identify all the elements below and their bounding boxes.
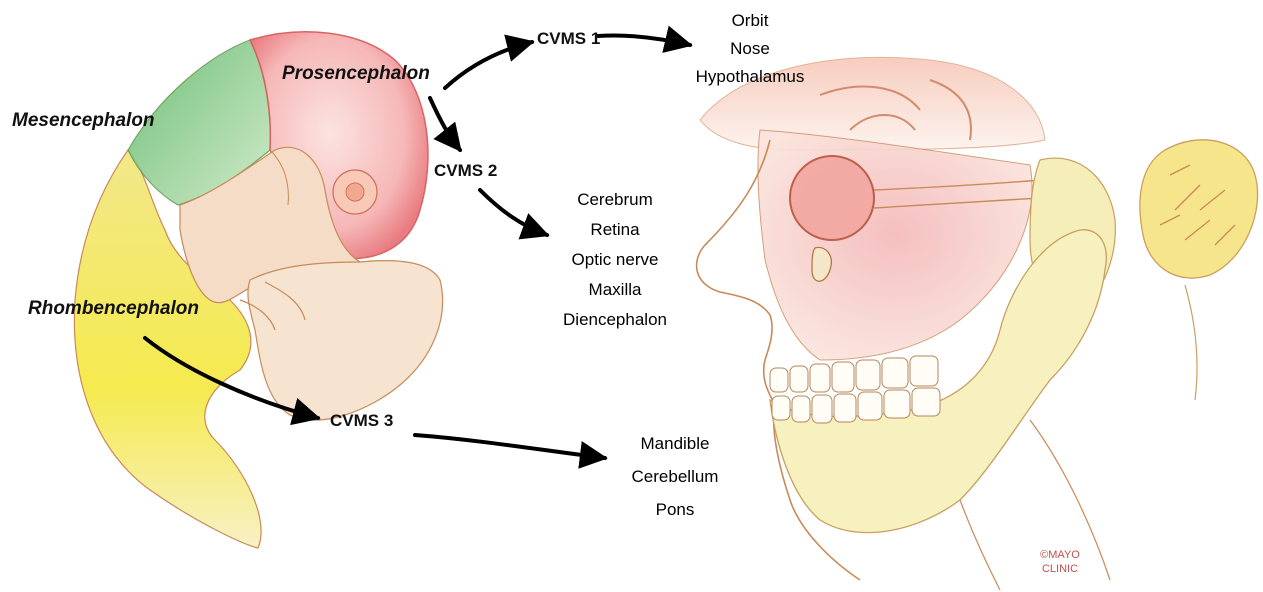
cvms2-label: CVMS 2 bbox=[434, 162, 497, 179]
credit-line-1: ©MAYO bbox=[1030, 549, 1090, 563]
cvms3-derivatives: Mandible Cerebellum Pons bbox=[610, 434, 740, 520]
derivative-mandible: Mandible bbox=[641, 434, 710, 454]
derivative-hypothalamus: Hypothalamus bbox=[696, 67, 805, 87]
derivative-optic-nerve: Optic nerve bbox=[572, 250, 659, 270]
derivative-cerebrum: Cerebrum bbox=[577, 190, 653, 210]
derivative-maxilla: Maxilla bbox=[589, 280, 642, 300]
cvms1-derivatives: Orbit Nose Hypothalamus bbox=[680, 11, 820, 87]
derivative-orbit: Orbit bbox=[732, 11, 769, 31]
cerebellum-shape bbox=[1140, 140, 1258, 278]
arrow-cvms3-to-mandible bbox=[415, 435, 605, 458]
arrow-cvms1-to-orbit bbox=[598, 35, 690, 45]
arrow-prosencephalon-to-cvms2 bbox=[430, 98, 460, 150]
adult-head-drawing bbox=[697, 58, 1258, 591]
midface-area bbox=[758, 130, 1032, 360]
cvms1-label: CVMS 1 bbox=[537, 30, 600, 47]
copyright-credit: ©MAYO CLINIC bbox=[1030, 549, 1090, 577]
credit-line-2: CLINIC bbox=[1030, 563, 1090, 577]
derivative-cerebellum: Cerebellum bbox=[632, 467, 719, 487]
cvms2-derivatives: Cerebrum Retina Optic nerve Maxilla Dien… bbox=[545, 190, 685, 330]
teeth bbox=[770, 356, 940, 423]
cvms3-label: CVMS 3 bbox=[330, 412, 393, 429]
orbit-circle bbox=[790, 156, 874, 240]
derivative-retina: Retina bbox=[590, 220, 639, 240]
derivative-pons: Pons bbox=[656, 500, 695, 520]
mesencephalon-label: Mesencephalon bbox=[12, 111, 155, 130]
rhombencephalon-label: Rhombencephalon bbox=[28, 299, 199, 318]
arrow-cvms2-to-cerebrum bbox=[480, 190, 547, 235]
derivative-diencephalon: Diencephalon bbox=[563, 310, 667, 330]
prosencephalon-label: Prosencephalon bbox=[282, 64, 430, 83]
derivative-nose: Nose bbox=[730, 39, 770, 59]
arrow-prosencephalon-to-cvms1 bbox=[445, 42, 532, 88]
